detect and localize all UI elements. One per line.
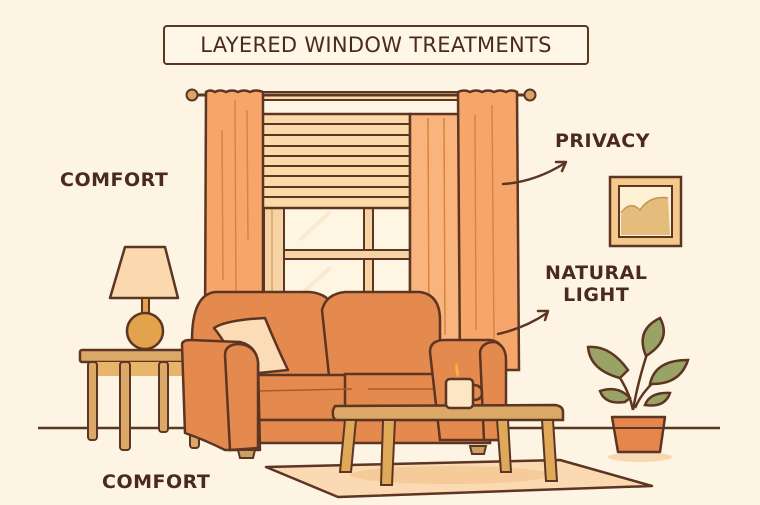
plant-icon bbox=[586, 316, 690, 462]
natural-light-label-line2: LIGHT bbox=[563, 283, 630, 306]
privacy-label: PRIVACY bbox=[555, 130, 650, 152]
rug-icon bbox=[264, 458, 654, 499]
candle-icon bbox=[444, 362, 484, 410]
sofa-icon bbox=[180, 290, 508, 459]
coffee-table-icon bbox=[331, 403, 565, 486]
title-banner: LAYERED WINDOW TREATMENTS bbox=[163, 25, 589, 65]
comfort-label-top: COMFORT bbox=[60, 169, 169, 191]
privacy-arrow-icon bbox=[501, 160, 568, 186]
comfort-label-bottom: COMFORT bbox=[102, 471, 211, 493]
left-curtain-icon bbox=[203, 89, 265, 332]
lamp-icon bbox=[108, 245, 180, 351]
page-title: LAYERED WINDOW TREATMENTS bbox=[200, 33, 552, 57]
natural-light-label-line1: NATURAL bbox=[545, 262, 648, 284]
natural-light-arrow-icon bbox=[496, 309, 550, 336]
right-curtain-icon bbox=[456, 89, 521, 372]
picture-frame-icon bbox=[608, 175, 683, 248]
roman-shade-icon bbox=[260, 112, 412, 210]
natural-light-label: NATURAL LIGHT bbox=[545, 262, 648, 307]
